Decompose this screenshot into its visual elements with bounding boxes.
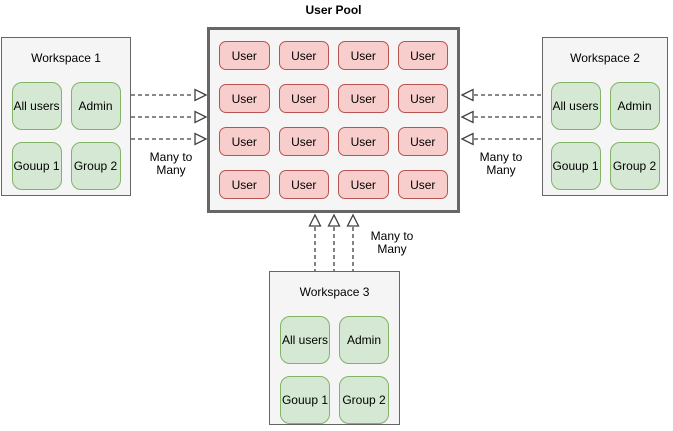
group-node-group-2: Group 2 xyxy=(339,376,389,424)
many-to-many-label-left: Many to Many xyxy=(140,151,202,177)
workspace-3-groups: All users Admin Gouup 1 Group 2 xyxy=(270,316,399,424)
group-node-all-users: All users xyxy=(280,316,330,364)
group-node-all-users: All users xyxy=(550,82,601,130)
user-node: User xyxy=(278,170,329,199)
arrowhead-up-icon xyxy=(308,213,322,227)
arrowhead-right-icon xyxy=(194,132,208,146)
group-node-group-1: Gouup 1 xyxy=(550,142,601,190)
group-node-all-users: All users xyxy=(11,82,62,130)
user-node: User xyxy=(397,170,448,199)
user-pool-container: User User User User User User User User … xyxy=(207,27,460,213)
user-node: User xyxy=(397,84,448,113)
user-node: User xyxy=(397,127,448,156)
workspace-1-container: Workspace 1 All users Admin Gouup 1 Grou… xyxy=(1,37,131,196)
user-node: User xyxy=(219,170,270,199)
user-node: User xyxy=(338,41,389,70)
workspace-2-groups: All users Admin Gouup 1 Group 2 xyxy=(543,82,667,190)
user-node: User xyxy=(397,41,448,70)
arrowhead-left-icon xyxy=(460,132,474,146)
arrowhead-left-icon xyxy=(460,88,474,102)
arrowhead-left-icon xyxy=(460,110,474,124)
user-node: User xyxy=(278,41,329,70)
user-node: User xyxy=(219,84,270,113)
user-pool-title: User Pool xyxy=(305,3,362,17)
many-to-many-label-bottom: Many to Many xyxy=(361,230,423,256)
group-node-group-2: Group 2 xyxy=(609,142,660,190)
workspace-2-title: Workspace 2 xyxy=(570,51,640,65)
group-node-admin: Admin xyxy=(609,82,660,130)
user-node: User xyxy=(219,41,270,70)
group-node-group-2: Group 2 xyxy=(70,142,121,190)
many-to-many-label-right: Many to Many xyxy=(470,151,532,177)
arrowhead-up-icon xyxy=(327,213,341,227)
user-node: User xyxy=(219,127,270,156)
arrowhead-up-icon xyxy=(346,213,360,227)
workspace-1-title: Workspace 1 xyxy=(31,51,101,65)
user-node: User xyxy=(278,84,329,113)
user-node: User xyxy=(338,170,389,199)
workspace-3-container: Workspace 3 All users Admin Gouup 1 Grou… xyxy=(269,271,400,425)
workspace-2-container: Workspace 2 All users Admin Gouup 1 Grou… xyxy=(542,37,668,196)
workspace-3-title: Workspace 3 xyxy=(299,285,370,299)
arrowhead-right-icon xyxy=(194,88,208,102)
group-node-group-1: Gouup 1 xyxy=(11,142,62,190)
user-node: User xyxy=(338,84,389,113)
workspace-1-groups: All users Admin Gouup 1 Group 2 xyxy=(2,82,130,190)
user-node: User xyxy=(338,127,389,156)
group-node-group-1: Gouup 1 xyxy=(280,376,330,424)
user-node: User xyxy=(278,127,329,156)
group-node-admin: Admin xyxy=(70,82,121,130)
arrowhead-right-icon xyxy=(194,110,208,124)
group-node-admin: Admin xyxy=(339,316,389,364)
